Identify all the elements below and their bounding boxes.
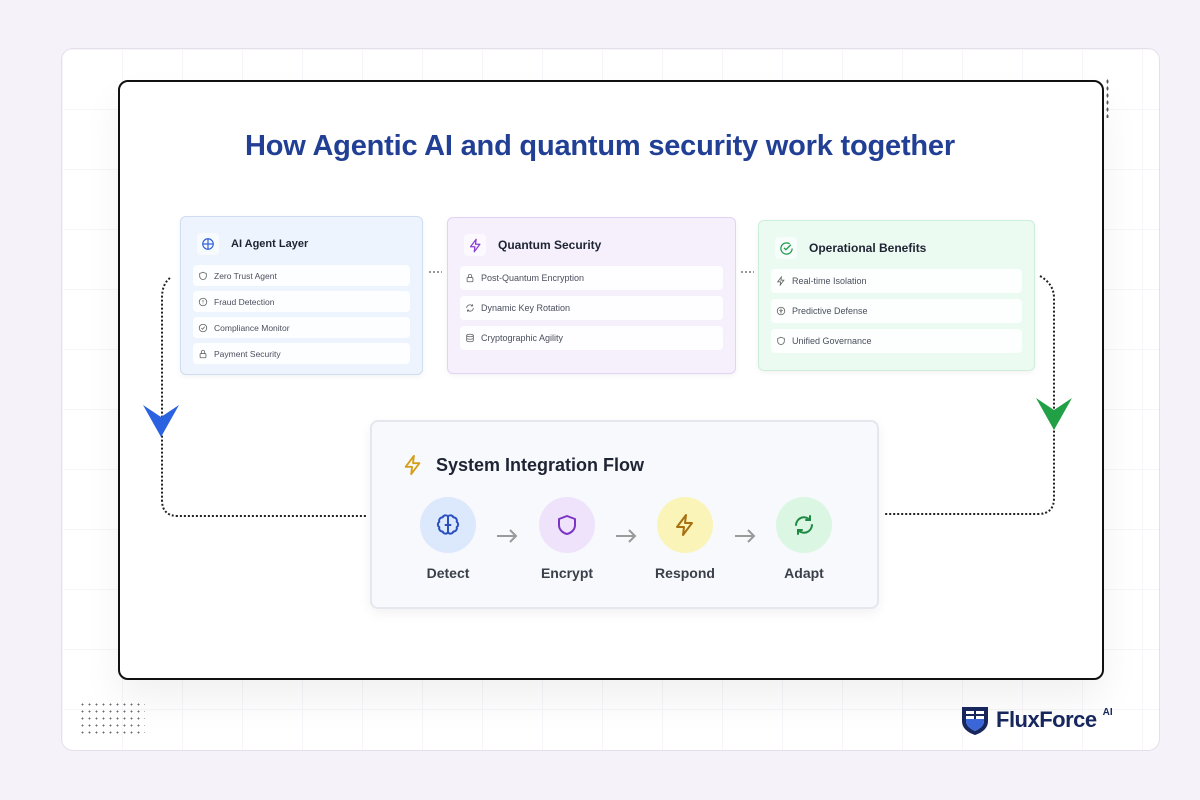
card-header: AI Agent Layer [193,231,410,257]
right-arrow-down-icon [1036,398,1072,430]
card-title: Quantum Security [498,238,602,252]
card-title: AI Agent Layer [231,238,309,250]
decorative-dot-grid [79,701,145,737]
flow-header: System Integration Flow [402,454,644,476]
brand-name: FluxForce [996,707,1097,732]
item-label: Cryptographic Agility [481,333,564,343]
lightning-icon [776,276,785,286]
operational-benefits-card: Operational Benefits Real-time Isolation… [758,220,1035,371]
lightning-icon [676,514,693,536]
step-circle [420,497,476,553]
step-label: Adapt [784,565,824,581]
card-header: Operational Benefits [771,235,1022,261]
left-connector [161,277,366,517]
lightning-icon [404,454,421,476]
card-title: Operational Benefits [809,241,927,255]
arrow-right-icon [616,529,637,543]
list-item: Unified Governance [771,329,1022,353]
check-circle-icon [775,237,797,259]
item-label: Zero Trust Agent [214,270,277,281]
item-label: Unified Governance [792,336,872,346]
list-item: Real-time Isolation [771,269,1022,293]
database-icon [466,333,474,343]
step-circle [776,497,832,553]
list-item: Dynamic Key Rotation [460,296,723,320]
brand-superscript: AI [1102,706,1113,718]
list-item: Post-Quantum Encryption [460,266,723,290]
left-arrow-down-icon [143,405,179,437]
item-label: Dynamic Key Rotation [481,303,571,313]
arrow-right-icon [497,529,518,543]
card-header: Quantum Security [460,232,723,258]
step-circle [539,497,595,553]
item-label: Post-Quantum Encryption [481,273,585,283]
lock-icon [466,273,474,283]
alert-circle-icon [198,297,208,306]
fluxforce-logo: FluxForce AI [960,704,1113,736]
brain-icon [776,306,786,316]
list-item: Predictive Defense [771,299,1022,323]
system-integration-flow-card: System Integration Flow Detect Encrypt R… [370,420,879,609]
step-label: Encrypt [540,565,594,581]
shield-icon [199,271,207,280]
item-label: Real-time Isolation [792,276,867,286]
step-circle [657,497,713,553]
shield-icon [777,336,785,346]
item-label: Predictive Defense [792,306,868,316]
step-label: Respond [655,565,715,581]
item-label: Fraud Detection [214,296,275,307]
item-label: Payment Security [214,348,281,359]
quantum-security-card: Quantum Security Post-Quantum Encryption… [447,217,736,374]
flow-step-detect: Detect [408,497,488,581]
page-title: How Agentic AI and quantum security work… [245,130,955,162]
arrow-right-icon [735,529,756,543]
brain-icon [436,514,460,535]
list-item: Compliance Monitor [193,317,410,338]
decorative-dot-column [1106,78,1109,118]
shield-logo-icon [962,707,988,735]
ai-agent-layer-card: AI Agent Layer Zero Trust Agent Fraud De… [180,216,423,375]
flow-title: System Integration Flow [436,454,645,475]
shield-icon [558,515,576,535]
list-item: Payment Security [193,343,410,364]
list-item: Cryptographic Agility [460,326,723,350]
refresh-icon [466,304,474,312]
flow-step-respond: Respond [645,497,725,581]
item-label: Compliance Monitor [214,322,290,333]
check-circle-icon [198,323,208,332]
refresh-icon [795,515,813,535]
brain-icon [197,233,219,255]
list-item: Zero Trust Agent [193,265,410,286]
lightning-icon [464,234,486,256]
step-label: Detect [426,565,470,581]
lock-icon [199,349,207,358]
flow-step-adapt: Adapt [764,497,844,581]
flow-step-encrypt: Encrypt [527,497,607,581]
connector-quantum-benefits [740,271,754,273]
right-connector [884,275,1055,515]
list-item: Fraud Detection [193,291,410,312]
connector-ai-quantum [428,271,442,273]
